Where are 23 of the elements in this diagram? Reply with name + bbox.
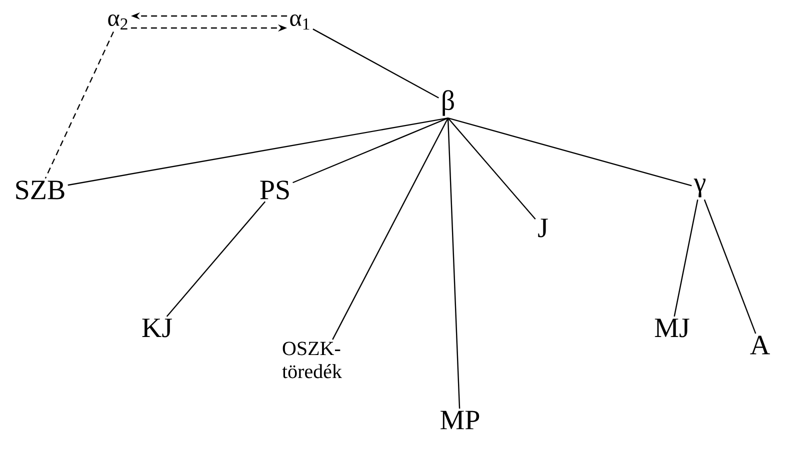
manuscript-label: OSZK-töredék (282, 342, 342, 378)
line (674, 199, 698, 317)
line (704, 199, 756, 334)
line (447, 118, 460, 409)
line (448, 118, 536, 220)
manuscript-label: MP (440, 410, 480, 430)
manuscript-label: β (442, 90, 454, 116)
line (332, 118, 449, 340)
manuscript-label: α$_{2}$ (108, 14, 128, 30)
manuscript-label: α$_{1}$ (290, 14, 310, 30)
line (44, 31, 114, 179)
manuscript-label: MJ (654, 318, 690, 338)
manuscript-label: J (538, 218, 548, 238)
line (448, 117, 692, 186)
line (312, 28, 439, 98)
line (166, 201, 266, 317)
manuscript-label: A (750, 336, 770, 354)
line (68, 117, 448, 186)
manuscript-label: KJ (142, 318, 172, 338)
manuscript-label: PS (260, 180, 289, 200)
manuscript-label: γ (694, 178, 706, 198)
manuscript-label: SZB (16, 180, 64, 200)
line (292, 117, 448, 184)
